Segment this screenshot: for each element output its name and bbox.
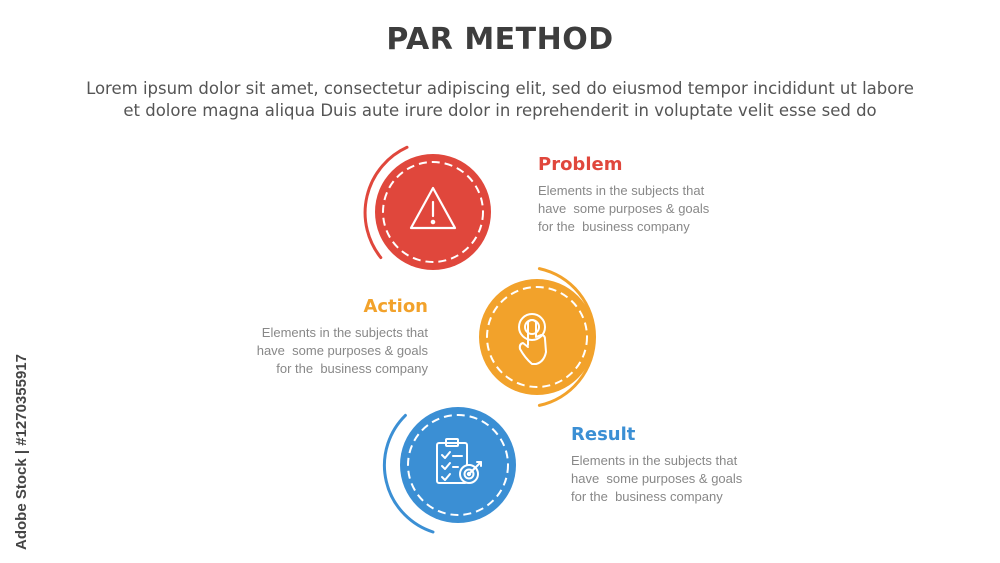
page-title: PAR METHOD	[386, 22, 614, 57]
action-desc-line-2: have some purposes & goals	[256, 343, 428, 358]
action-node	[479, 267, 597, 407]
action-desc-line-1: Elements in the subjects that	[261, 325, 428, 340]
result-outer-arc	[382, 413, 435, 534]
problem-desc-line-2: have some purposes & goals	[538, 201, 710, 216]
problem-desc-line-1: Elements in the subjects that	[538, 183, 705, 198]
problem-node	[363, 145, 491, 270]
result-desc-line-1: Elements in the subjects that	[571, 453, 738, 468]
problem-outer-arc	[363, 145, 409, 260]
result-title: Result	[571, 424, 636, 445]
hand-pointer-icon	[518, 313, 547, 365]
subtitle-line-2: et dolore magna aliqua Duis aute irure d…	[123, 101, 877, 120]
action-title: Action	[363, 296, 428, 317]
stock-credit: Adobe Stock | #1270355917	[13, 354, 30, 550]
result-circle	[400, 407, 516, 523]
problem-dashed-ring	[382, 161, 484, 263]
page-subtitle: Lorem ipsum dolor sit amet, consectetur …	[20, 78, 980, 122]
subtitle-line-1: Lorem ipsum dolor sit amet, consectetur …	[86, 79, 914, 98]
checklist-target-icon	[436, 438, 482, 484]
problem-title: Problem	[538, 154, 623, 175]
action-desc-line-3: for the business company	[276, 361, 428, 376]
warning-triangle-icon	[409, 186, 457, 230]
action-description: Elements in the subjects that have some p…	[257, 324, 428, 378]
result-description: Elements in the subjects that have some p…	[571, 452, 742, 506]
problem-desc-line-3: for the business company	[538, 219, 690, 234]
result-dashed-ring	[407, 414, 509, 516]
action-dashed-ring	[486, 286, 588, 388]
result-desc-line-2: have some purposes & goals	[571, 471, 743, 486]
result-node	[382, 407, 516, 534]
problem-description: Elements in the subjects that have some p…	[538, 182, 709, 236]
result-desc-line-3: for the business company	[571, 489, 723, 504]
